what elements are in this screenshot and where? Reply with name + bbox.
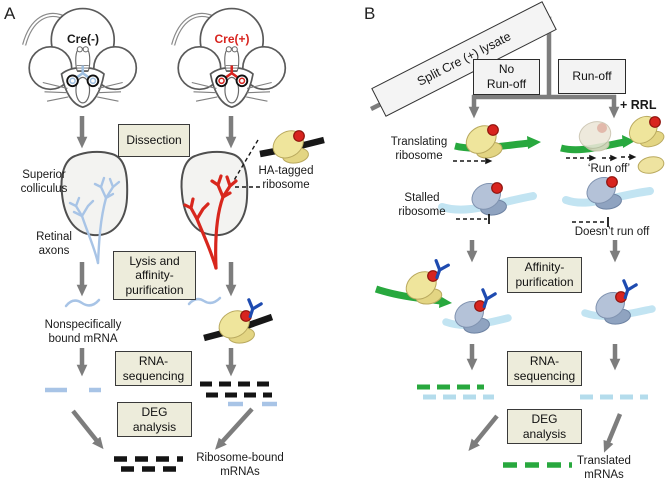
panel-a-flow-arrows xyxy=(71,116,254,450)
affinity-purification-box: Affinity- purification xyxy=(507,257,582,293)
mouse-cre-negative-graphic xyxy=(24,9,136,108)
ha-tagged-ribosome-icon xyxy=(259,123,325,167)
ha-pointer-dashed-lines xyxy=(232,139,262,188)
mouse-cre-positive-graphic xyxy=(173,9,285,108)
translated-mrnas-label: Translated mRNAs xyxy=(577,455,631,481)
mouse-cre-positive-label: Cre(+) xyxy=(214,32,250,46)
mouse-cre-negative-label: Cre(-) xyxy=(67,32,99,46)
doesnt-run-off-label: Doesn’t run off xyxy=(574,226,650,238)
panel-b-flow-arrows xyxy=(466,240,623,453)
nonspecifically-bound-label: Nonspecifically bound mRNA xyxy=(44,319,122,345)
affinity-purified-right-icon xyxy=(581,279,656,328)
ha-tagged-ribosome-label: HA-tagged ribosome xyxy=(258,165,314,191)
rna-sequencing-box-a: RNA- sequencing xyxy=(115,351,192,386)
runoff-free-subunit xyxy=(637,156,665,174)
runoff-dashed-arrows xyxy=(566,153,637,162)
no-runoff-box: No Run-off xyxy=(473,59,540,95)
rna-sequencing-box-b: RNA- sequencing xyxy=(507,351,582,386)
translating-ribosome-icon xyxy=(453,117,541,165)
dissection-box: Dissection xyxy=(118,124,190,157)
stalled-ribosome-right-icon xyxy=(562,170,654,227)
runoff-box: Run-off xyxy=(558,59,626,94)
free-mrna-squiggles xyxy=(64,296,222,308)
panel-b-letter: B xyxy=(364,4,376,23)
faded-ribosome xyxy=(578,121,612,152)
retinal-axons-blue xyxy=(68,176,121,265)
stalled-ribosome-icon xyxy=(438,176,537,224)
runoff-ribosome-icon xyxy=(560,107,665,174)
panel-b-read-dashes xyxy=(417,384,648,468)
panel-a-letter: A xyxy=(4,4,16,23)
superior-colliculus-label: Superior colliculus xyxy=(20,169,68,195)
lysis-affinity-box: Lysis and affinity- purification xyxy=(113,251,196,300)
ribosome-bound-mrnas-label: Ribosome-bound mRNAs xyxy=(196,452,284,478)
deg-analysis-box-b: DEG analysis xyxy=(507,409,582,444)
panel-a-read-dashes xyxy=(45,381,277,472)
deg-analysis-box-a: DEG analysis xyxy=(117,402,192,437)
superior-colliculus-left-graphic xyxy=(60,150,129,265)
purified-ribosome-antibody-icon xyxy=(203,298,274,347)
translating-ribosome-label: Translating ribosome xyxy=(390,136,448,162)
retinal-axons-red xyxy=(183,174,238,270)
stalled-ribosome-label: Stalled ribosome xyxy=(398,192,446,218)
run-off-quote-label: ‘Run off’ xyxy=(587,163,631,175)
superior-colliculus-right-graphic xyxy=(180,150,249,270)
retinal-axons-label: Retinal axons xyxy=(36,231,72,257)
rrl-label: + RRL xyxy=(620,98,657,112)
ribosome-bound-mrna-dashes xyxy=(114,456,184,472)
affinity-purified-left-icons xyxy=(374,259,512,337)
